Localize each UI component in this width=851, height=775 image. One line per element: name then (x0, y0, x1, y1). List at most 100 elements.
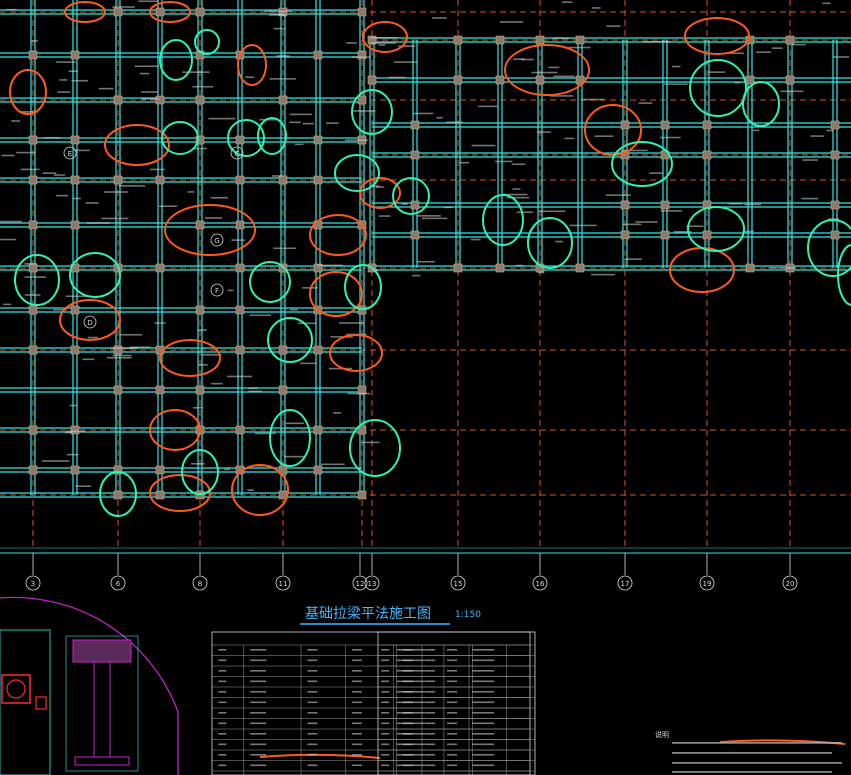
row-label: G (214, 237, 219, 245)
annotation-text-mark (264, 10, 292, 13)
table-cell-text (396, 712, 413, 714)
row-label: E (68, 150, 72, 158)
markup-circle (104, 124, 170, 166)
markup-circle (807, 219, 851, 277)
annotation-text-mark (594, 135, 614, 138)
table-cell-text (402, 733, 425, 735)
table-cell-text (250, 712, 267, 714)
table-cell-text (307, 743, 318, 746)
markup-circle (69, 252, 121, 298)
notes-line (672, 742, 842, 744)
notes-line (672, 771, 832, 773)
column-square (357, 490, 367, 500)
annotation-text-mark (112, 6, 135, 8)
axis-bubble (192, 575, 208, 591)
annotation-text-mark (112, 354, 132, 357)
annotation-text-mark (3, 303, 12, 306)
drawing-scale: 1:150 (455, 610, 481, 620)
column-square (235, 345, 245, 355)
column-square (278, 385, 288, 395)
table-cell-text (447, 691, 458, 693)
column-square (235, 263, 245, 273)
table-cell-text (381, 691, 390, 693)
notes-line (672, 752, 832, 754)
column-square (113, 7, 123, 17)
annotation-text-mark (101, 217, 129, 220)
column-square (785, 75, 795, 85)
column-square (313, 175, 323, 185)
table-cell-text (425, 701, 436, 704)
annotation-text-mark (478, 105, 498, 108)
axis-label: 8 (198, 580, 202, 588)
column-square (70, 345, 80, 355)
table-cell-text (351, 754, 362, 756)
annotation-text-mark (512, 188, 521, 190)
table-cell-text (218, 701, 227, 704)
axis-label: 19 (703, 580, 712, 588)
column-square (410, 120, 420, 130)
annotation-text-mark (75, 485, 92, 487)
axis-label: 13 (368, 580, 377, 588)
drawing-title: 基础拉梁平法施工图 (305, 605, 431, 622)
annotation-text-mark (42, 460, 70, 462)
review-markups (9, 1, 851, 759)
annotation-text-mark (72, 197, 81, 200)
table-cell-text (396, 722, 413, 725)
annotation-text-mark (208, 117, 236, 120)
annotation-text-mark (536, 131, 551, 133)
table-cell-text (351, 764, 362, 767)
annotation-text-mark (192, 147, 207, 150)
annotation-text-mark (106, 356, 132, 359)
annotation-text-mark (605, 194, 631, 196)
annotation-text-mark (110, 347, 138, 349)
markup-circle (267, 317, 313, 363)
column-square (410, 150, 420, 160)
table-cell-text (402, 649, 425, 651)
table-cell-text (351, 712, 362, 714)
annotation-text-mark (192, 85, 214, 88)
annotation-text-mark (411, 274, 421, 277)
column-square (367, 75, 377, 85)
column-square (235, 175, 245, 185)
table-cell-text (425, 733, 436, 735)
table-cell-text (396, 743, 413, 746)
column-square (660, 230, 670, 240)
column-square (495, 35, 505, 45)
column-square (195, 305, 205, 315)
column-square (155, 490, 165, 500)
column-square (745, 263, 755, 273)
schedule-table (377, 631, 536, 775)
column-square (357, 305, 367, 315)
table-cell-text (351, 680, 362, 683)
annotation-text-mark (744, 203, 762, 206)
column-square (28, 425, 38, 435)
annotation-text-mark (394, 61, 418, 63)
table-cell-text (250, 691, 267, 693)
markup-circle (164, 204, 256, 256)
markup-circle (99, 471, 137, 517)
table-cell-text (472, 659, 495, 662)
annotation-text-mark (459, 161, 469, 164)
column-square (70, 50, 80, 60)
table-cell-text (402, 743, 425, 746)
annotation-text-mark (52, 308, 68, 311)
annotation-text-mark (19, 111, 39, 113)
grid-lines (0, 0, 851, 548)
column-square (235, 135, 245, 145)
table-cell-text (381, 764, 390, 767)
axis-bubble (699, 575, 715, 591)
column-square (70, 305, 80, 315)
axis-label: 15 (454, 580, 463, 588)
annotation-text-mark (568, 46, 591, 49)
column-square (155, 7, 165, 17)
column-square (28, 50, 38, 60)
table-cell-text (250, 733, 267, 735)
annotation-text-mark (227, 375, 252, 378)
annotation-text-mark (120, 333, 142, 336)
table-cell-text (402, 722, 425, 725)
annotation-text-mark (727, 52, 745, 55)
column-square (70, 220, 80, 230)
annotation-text-mark (832, 56, 849, 58)
column-square (155, 263, 165, 273)
